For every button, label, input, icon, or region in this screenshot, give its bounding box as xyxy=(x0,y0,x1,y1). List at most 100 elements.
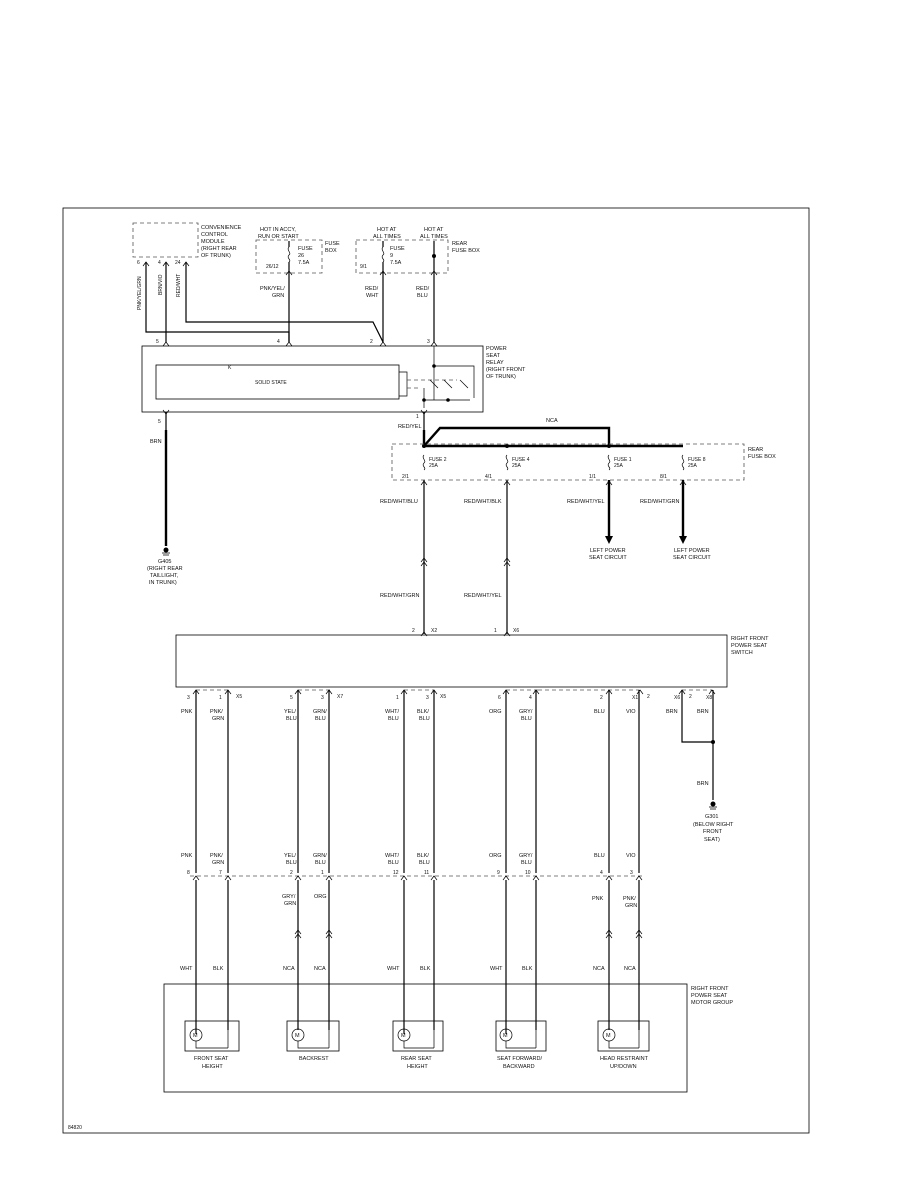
svg-text:25A: 25A xyxy=(688,463,698,469)
svg-text:PNK/: PNK/ xyxy=(210,853,223,859)
svg-text:BLU: BLU xyxy=(521,716,532,722)
power-seat-relay: K SOLID STATE POWER SEAT RELAY (RIGHT FR… xyxy=(141,339,526,425)
svg-text:BLU: BLU xyxy=(419,860,430,866)
svg-text:PNK/YEL/: PNK/YEL/ xyxy=(260,286,285,292)
svg-text:BLK: BLK xyxy=(213,966,224,972)
svg-text:X6: X6 xyxy=(674,695,680,701)
svg-text:BRN: BRN xyxy=(150,439,162,445)
svg-text:HOT IN ACCY,: HOT IN ACCY, xyxy=(260,227,296,233)
svg-text:BOX: BOX xyxy=(325,248,337,254)
svg-text:WHT: WHT xyxy=(180,966,193,972)
svg-text:BLK/: BLK/ xyxy=(417,709,429,715)
svg-text:PNK: PNK xyxy=(181,709,193,715)
svg-text:M: M xyxy=(193,1033,198,1039)
svg-text:HOT AT: HOT AT xyxy=(377,227,397,233)
svg-text:BRN/VIO: BRN/VIO xyxy=(158,274,164,295)
svg-text:UP/DOWN: UP/DOWN xyxy=(610,1064,637,1070)
svg-text:MOTOR GROUP: MOTOR GROUP xyxy=(691,1000,733,1006)
svg-text:10: 10 xyxy=(525,870,531,876)
svg-text:(RIGHT REAR: (RIGHT REAR xyxy=(147,566,183,572)
svg-text:12: 12 xyxy=(393,870,399,876)
svg-text:PNK/YEL/GRN: PNK/YEL/GRN xyxy=(137,276,143,310)
svg-text:HEAD RESTRAINT: HEAD RESTRAINT xyxy=(600,1056,649,1062)
svg-text:LEFT POWER: LEFT POWER xyxy=(590,548,626,554)
svg-text:ORG: ORG xyxy=(489,709,502,715)
svg-text:2: 2 xyxy=(600,695,603,701)
svg-text:9: 9 xyxy=(390,253,393,259)
svg-text:M: M xyxy=(295,1033,300,1039)
svg-text:2: 2 xyxy=(647,694,650,700)
svg-text:WHT/: WHT/ xyxy=(385,709,400,715)
svg-text:25A: 25A xyxy=(614,463,624,469)
svg-text:NCA: NCA xyxy=(593,966,605,972)
svg-text:RIGHT FRONT: RIGHT FRONT xyxy=(731,636,769,642)
svg-text:WHT: WHT xyxy=(387,966,400,972)
svg-text:26/12: 26/12 xyxy=(266,264,279,270)
svg-text:GRN/: GRN/ xyxy=(313,853,327,859)
svg-text:WHT/: WHT/ xyxy=(385,853,400,859)
svg-text:11: 11 xyxy=(424,870,429,876)
svg-text:4: 4 xyxy=(158,260,161,266)
motor-backrest: M BACKREST xyxy=(286,1020,340,1062)
svg-text:ALL TIMES: ALL TIMES xyxy=(420,234,448,240)
svg-text:7: 7 xyxy=(219,870,222,876)
svg-text:X5: X5 xyxy=(440,694,446,700)
svg-text:BLU: BLU xyxy=(388,716,399,722)
svg-text:FUSE: FUSE xyxy=(390,246,405,252)
svg-text:MODULE: MODULE xyxy=(201,239,225,245)
svg-text:NCA: NCA xyxy=(624,966,636,972)
svg-text:M: M xyxy=(606,1033,611,1039)
svg-text:BLU: BLU xyxy=(315,716,326,722)
svg-text:M: M xyxy=(401,1033,406,1039)
svg-text:WHT: WHT xyxy=(490,966,503,972)
svg-text:GRY/: GRY/ xyxy=(282,894,296,900)
svg-text:FUSE: FUSE xyxy=(325,241,340,247)
svg-text:5: 5 xyxy=(156,339,159,345)
svg-text:POWER: POWER xyxy=(486,346,507,352)
svg-text:4/1: 4/1 xyxy=(485,474,492,480)
svg-text:2/1: 2/1 xyxy=(402,474,409,480)
svg-text:BRN: BRN xyxy=(697,781,709,787)
svg-text:25A: 25A xyxy=(429,463,439,469)
svg-text:3: 3 xyxy=(187,695,190,701)
svg-text:X5: X5 xyxy=(236,694,242,700)
svg-text:M: M xyxy=(503,1033,508,1039)
svg-text:RED/WHT: RED/WHT xyxy=(176,274,182,297)
svg-text:RED/YEL: RED/YEL xyxy=(398,424,422,430)
svg-text:GRN: GRN xyxy=(272,293,284,299)
rear-fuse-box-2: RED/YEL NCA REAR FUSE BOX FUSE 2 25A FUS… xyxy=(391,412,776,486)
svg-text:GRY/: GRY/ xyxy=(519,853,533,859)
diagram-border xyxy=(62,207,810,1134)
svg-text:BLU: BLU xyxy=(388,860,399,866)
svg-text:RED/WHT/GRN: RED/WHT/GRN xyxy=(380,593,419,599)
svg-text:5: 5 xyxy=(158,419,161,425)
svg-text:3: 3 xyxy=(630,870,633,876)
svg-text:BLU: BLU xyxy=(594,709,605,715)
svg-text:GRN: GRN xyxy=(212,716,224,722)
figure-id: 84820 xyxy=(68,1125,82,1131)
svg-text:RELAY: RELAY xyxy=(486,360,504,366)
svg-text:SEAT CIRCUIT: SEAT CIRCUIT xyxy=(589,555,627,561)
svg-text:5: 5 xyxy=(290,695,293,701)
svg-text:2: 2 xyxy=(689,694,692,700)
convenience-control-module: CONVENIENCE CONTROL MODULE (RIGHT REAR O… xyxy=(132,222,242,310)
svg-text:BLU: BLU xyxy=(286,716,297,722)
svg-text:FRONT SEAT: FRONT SEAT xyxy=(194,1056,229,1062)
svg-text:G405: G405 xyxy=(158,559,171,565)
svg-text:FUSE 1: FUSE 1 xyxy=(614,457,632,463)
svg-text:24: 24 xyxy=(175,260,181,266)
svg-text:RIGHT FRONT: RIGHT FRONT xyxy=(691,986,729,992)
fuse-box-top: HOT IN ACCY, RUN OR START FUSE 26 7.5A 2… xyxy=(255,227,480,274)
svg-text:X2: X2 xyxy=(431,628,437,634)
svg-text:VIO: VIO xyxy=(626,709,636,715)
svg-text:FUSE: FUSE xyxy=(298,246,313,252)
svg-text:CONTROL: CONTROL xyxy=(201,232,228,238)
svg-text:OF TRUNK): OF TRUNK) xyxy=(201,253,231,259)
svg-text:X6: X6 xyxy=(513,628,519,634)
svg-text:X8: X8 xyxy=(706,695,712,701)
svg-text:RED/WHT/BLK: RED/WHT/BLK xyxy=(464,499,502,505)
svg-text:BLU: BLU xyxy=(521,860,532,866)
svg-text:ORG: ORG xyxy=(314,894,327,900)
svg-text:GRN: GRN xyxy=(284,901,296,907)
svg-text:BRN: BRN xyxy=(666,709,678,715)
